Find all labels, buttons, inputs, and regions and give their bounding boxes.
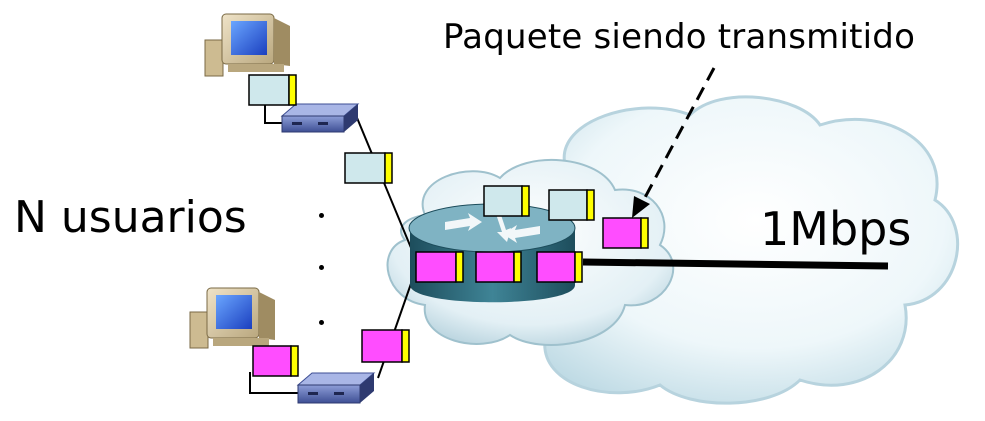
packet-b-1 bbox=[415, 251, 464, 283]
packet-b-4 bbox=[361, 329, 410, 363]
packet-b-2 bbox=[475, 251, 522, 283]
caption-label: Paquete siendo transmitido bbox=[443, 17, 916, 57]
packet-b-transmitting bbox=[602, 217, 649, 249]
packet-a-2 bbox=[344, 152, 393, 184]
router-icon bbox=[408, 203, 576, 303]
users-label: N usuarios bbox=[14, 192, 247, 243]
computer-icon-top bbox=[204, 13, 290, 77]
modem-icon-bottom bbox=[296, 372, 376, 404]
packets-user-b bbox=[252, 217, 649, 377]
ellipsis-dot bbox=[319, 213, 324, 218]
computer-icon-bottom bbox=[189, 287, 275, 349]
packet-a-1 bbox=[248, 74, 297, 106]
packet-a-3 bbox=[483, 185, 530, 217]
ellipsis-dot bbox=[319, 265, 324, 270]
ellipsis-dot bbox=[319, 320, 324, 325]
link-rate-label: 1Mbps bbox=[760, 202, 912, 256]
packet-a-4 bbox=[548, 189, 595, 221]
output-link bbox=[582, 258, 889, 270]
modem-icon-top bbox=[280, 103, 360, 133]
packets-user-a bbox=[248, 74, 595, 221]
packet-b-5 bbox=[252, 345, 299, 377]
pointer-arrow-icon bbox=[632, 67, 716, 218]
packet-b-3 bbox=[536, 251, 583, 283]
